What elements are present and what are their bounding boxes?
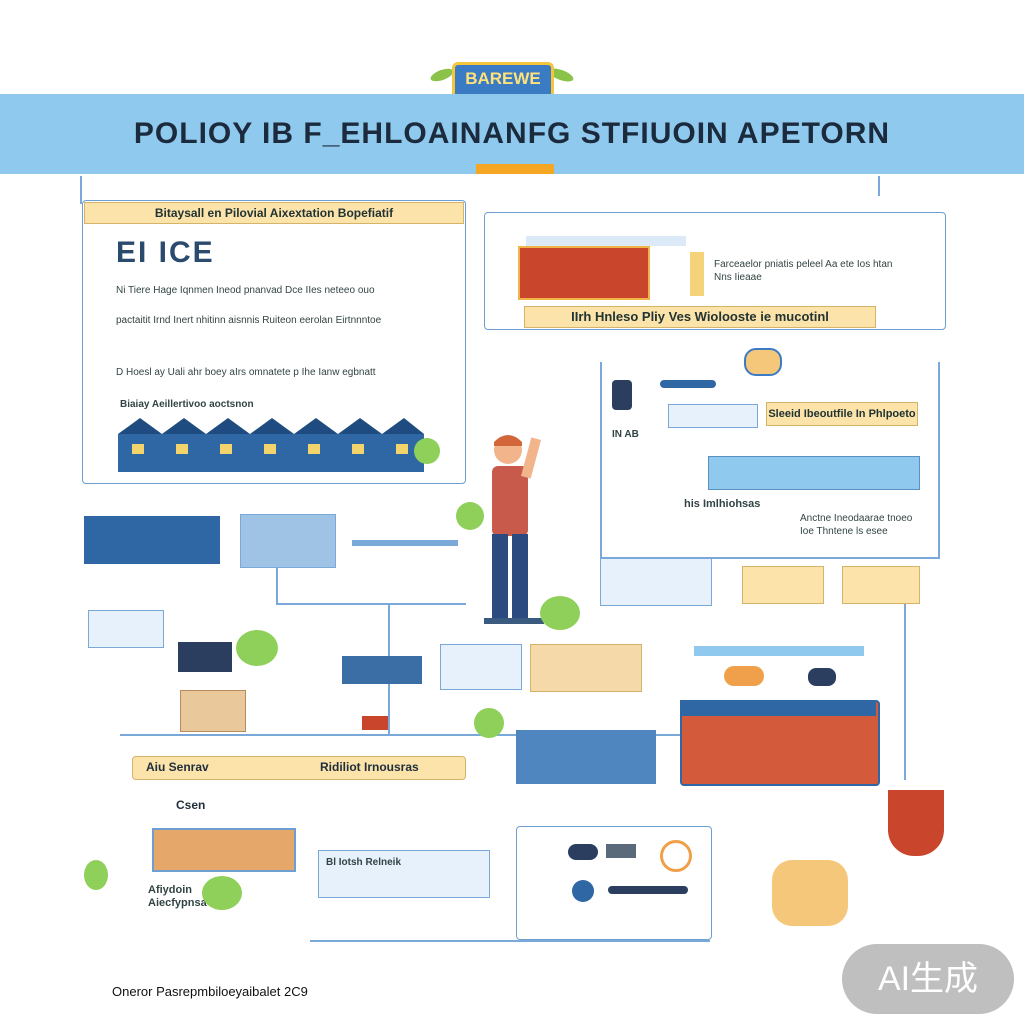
progress-strip xyxy=(708,456,920,490)
right-top-side-text: Farceaelor pniatis peleel Aa ete Ios hta… xyxy=(714,259,893,283)
sack-icon xyxy=(772,860,848,926)
food-bowl-icon xyxy=(744,348,782,376)
green-plant-icon xyxy=(414,438,440,464)
shop-illustration xyxy=(342,656,422,684)
banner-accent-strip xyxy=(476,164,554,174)
right-top-caption: IIrh Hnleso Pliy Ves Wiolooste ie mucoti… xyxy=(524,306,876,328)
arrow-icon xyxy=(660,380,716,388)
connector-line xyxy=(276,603,466,605)
footer-text: Oneror Pasrepmbiloeyaibalet 2C9 xyxy=(112,984,308,999)
bottom-header-left: Aiu Senrav xyxy=(146,760,209,774)
title-banner xyxy=(0,94,1024,174)
left-panel-paragraph-3: D Hoesl ay Uali ahr boey aIrs omnatete p… xyxy=(116,367,376,378)
connector-line xyxy=(600,557,940,559)
page-title: POLIOY IB F_EHLOAINANFG STFIUOIN APETORN xyxy=(133,117,891,150)
left-panel-paragraph-1: Ni Tiere Hage Iqnmen Ineod pnanvad Dce I… xyxy=(116,285,375,296)
row-houses-illustration xyxy=(118,418,424,472)
field-card-1 xyxy=(742,566,824,604)
plate-icon xyxy=(568,844,598,860)
label-afydoin: Afiydoin Aiecfypnsa xyxy=(148,884,207,909)
label-bl-iotsh: Bl Iotsh Relneik xyxy=(326,857,402,868)
bottom-header-bar xyxy=(132,756,466,780)
bread-icon xyxy=(724,666,764,686)
right-mid-notes: Anctne Ineodaarae tnoeo Ioe Thntene ls e… xyxy=(800,513,913,537)
bus-station-illustration xyxy=(84,516,220,564)
info-card xyxy=(88,610,164,648)
info-chip xyxy=(668,404,758,428)
coin-icon xyxy=(572,880,594,902)
panel-bar xyxy=(526,236,686,246)
left-panel-header: Bitaysall en Pilovial Aixextation Bopefi… xyxy=(84,202,464,224)
field-card-2 xyxy=(842,566,920,604)
houses-label: Biaiay Aeillertivoo aoctsnon xyxy=(120,399,254,410)
right-mid-card-caption: Sleeid Ibeoutfile In Phlpoeto xyxy=(766,402,918,426)
market-illustration xyxy=(178,642,232,672)
info-card xyxy=(318,850,490,898)
info-card xyxy=(600,558,712,606)
green-bush-icon xyxy=(540,596,580,630)
connector-line xyxy=(310,940,710,942)
basket-icon xyxy=(888,790,944,856)
ai-generated-badge: AI生成 xyxy=(842,944,1014,1014)
store-illustration xyxy=(518,246,650,300)
connector-line xyxy=(938,362,940,558)
connector-line xyxy=(352,540,458,546)
info-card xyxy=(240,514,336,568)
connector-line xyxy=(276,560,278,604)
tree-card xyxy=(530,644,642,692)
label-csen: Csen xyxy=(176,798,206,812)
shelf-bar xyxy=(694,646,864,656)
connector-line xyxy=(600,362,602,558)
label-his: his Imlhiohsas xyxy=(684,498,761,510)
farm-card xyxy=(440,644,522,690)
label-in-ab: IN AB xyxy=(612,429,639,440)
bakery-card xyxy=(152,828,296,872)
person-illustration xyxy=(456,435,544,624)
connector-line xyxy=(80,176,82,204)
left-panel-paragraph-2: pactaitit Irnd Inert nhitinn aisnnis Rui… xyxy=(116,315,382,326)
bottle-icon xyxy=(612,380,632,410)
phone-icon xyxy=(606,844,636,858)
clock-icon xyxy=(660,840,692,872)
green-leaf-icon xyxy=(236,630,278,666)
supermarket-roof xyxy=(680,700,876,716)
connector-line xyxy=(878,176,880,196)
data-board xyxy=(516,730,656,784)
greenhouse-illustration xyxy=(180,690,246,732)
yellow-pillar xyxy=(690,252,704,296)
connector-line xyxy=(904,600,906,780)
knife-icon xyxy=(608,886,688,894)
fish-icon xyxy=(808,668,836,686)
green-leaf-icon xyxy=(84,860,108,890)
bottom-header-right: Ridiliot Irnousras xyxy=(320,760,419,774)
crate-icon xyxy=(362,716,388,730)
left-panel-big-label: EI ICE xyxy=(116,236,215,269)
green-leaf-icon xyxy=(202,876,242,910)
green-plant-icon xyxy=(474,708,504,738)
